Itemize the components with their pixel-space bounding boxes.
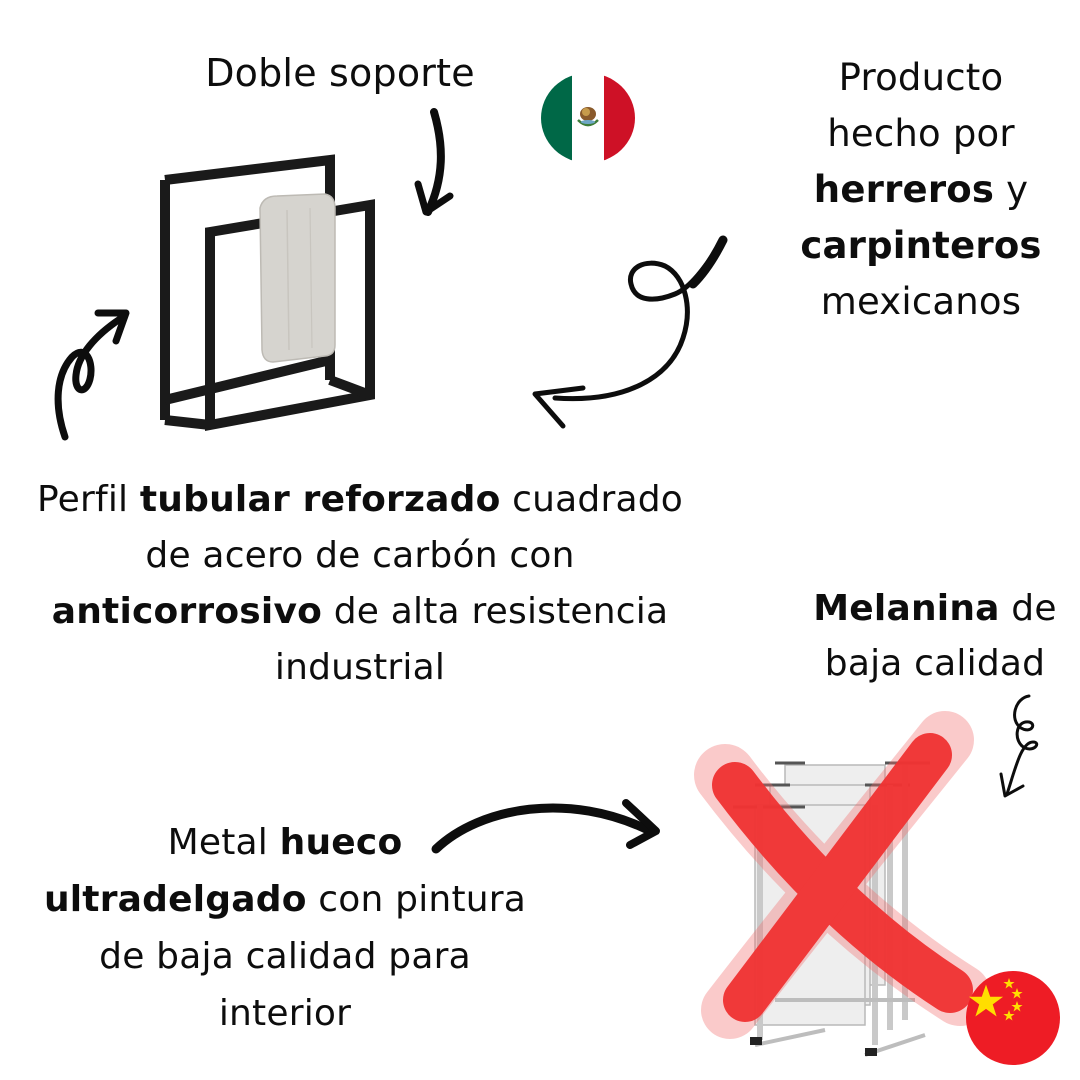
- producto-mexicano-text: Producto hecho por herreros y carpintero…: [800, 56, 1042, 323]
- carpinteros-bold: carpinteros: [800, 224, 1042, 267]
- melanina-bold: Melanina: [813, 588, 1000, 629]
- curved-right-arrow-icon: [431, 799, 660, 854]
- metal-hueco-text: Metal hueco ultradelgado con pintura de …: [43, 822, 527, 1034]
- hueco-bold: hueco: [279, 822, 403, 863]
- black-towel-rack-image: [160, 154, 375, 432]
- mexico-flag-icon: [541, 73, 635, 163]
- loop-up-arrow-icon: [54, 309, 130, 441]
- doble-soporte-label: Doble soporte: [205, 51, 475, 95]
- squiggle-down-arrow-icon: [999, 694, 1039, 798]
- melanina-text: Melanina de baja calidad: [813, 588, 1057, 684]
- tubular-reforzado-bold: tubular reforzado: [139, 479, 501, 520]
- anticorrosivo-bold: anticorrosivo: [51, 591, 323, 632]
- herreros-bold: herreros: [813, 168, 995, 211]
- china-flag-icon: [966, 971, 1060, 1065]
- red-x-mark-icon: [694, 711, 991, 1039]
- ultradelgado-bold: ultradelgado: [43, 879, 307, 920]
- loop-left-arrow-icon: [532, 235, 728, 429]
- curved-down-arrow-icon: [414, 108, 454, 216]
- perfil-tubular-text: Perfil tubular reforzado cuadrado de ace…: [36, 479, 684, 688]
